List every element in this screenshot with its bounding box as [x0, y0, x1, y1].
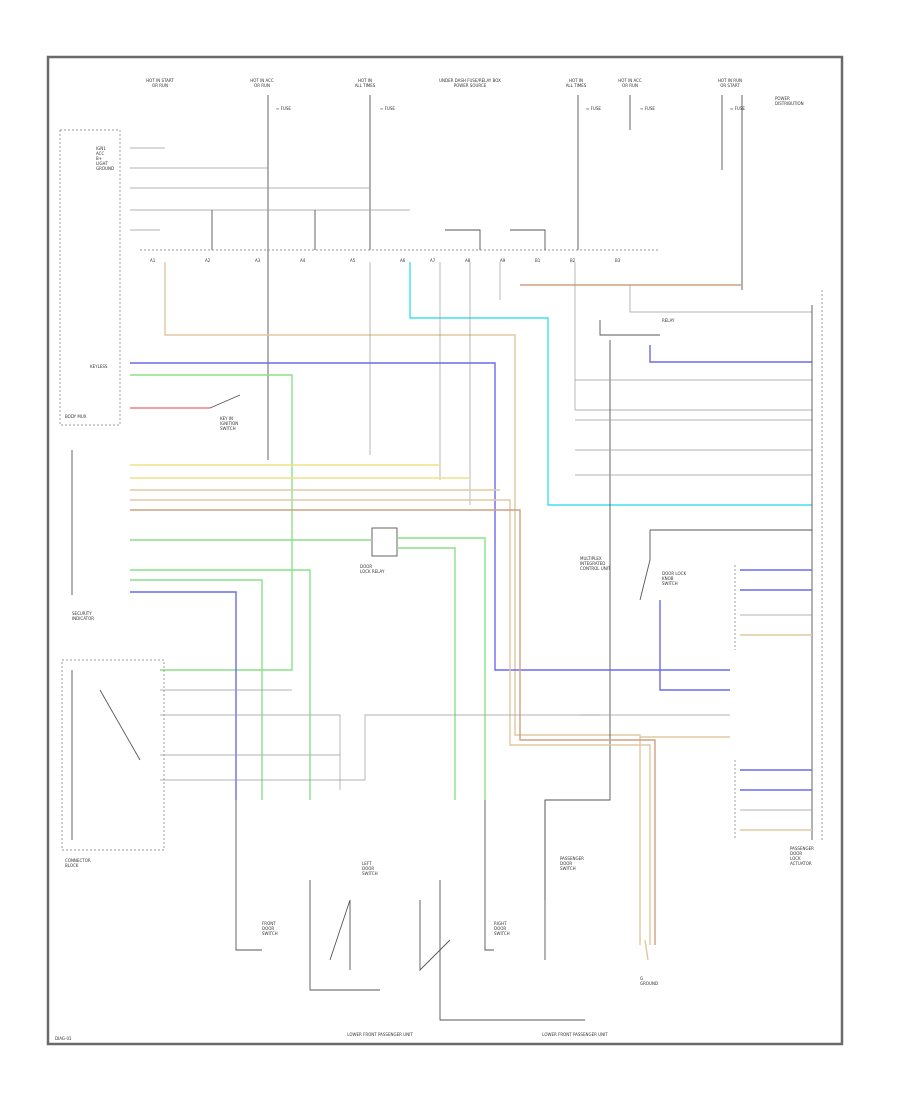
svg-text:A8: A8: [465, 258, 471, 263]
svg-text:A7: A7: [430, 258, 436, 263]
svg-text:KEYLESS: KEYLESS: [90, 364, 108, 369]
svg-text:A9: A9: [500, 258, 506, 263]
svg-text:≈ FUSE: ≈ FUSE: [276, 106, 291, 111]
svg-text:≈ FUSE: ≈ FUSE: [586, 106, 601, 111]
svg-text:A4: A4: [300, 258, 306, 263]
bottom-left-caption: LOWER FRONT PASSENGER UNIT: [347, 1032, 413, 1037]
svg-text:B1: B1: [535, 258, 541, 263]
svg-text:A3: A3: [255, 258, 261, 263]
footer-code: DIAG-01: [55, 1036, 72, 1041]
harness-wires: [164, 262, 812, 945]
diagram-frame: [46, 55, 844, 1046]
svg-text:≈ FUSE: ≈ FUSE: [730, 106, 745, 111]
bottom-captions: LOWER FRONT PASSENGER UNIT LOWER FRONT P…: [55, 1032, 608, 1041]
svg-text:A1: A1: [150, 258, 156, 263]
svg-text:B2: B2: [570, 258, 576, 263]
svg-text:A5: A5: [350, 258, 356, 263]
svg-text:A6: A6: [400, 258, 406, 263]
right-top-relay: RELAY: [544, 318, 812, 960]
svg-text:B3: B3: [615, 258, 621, 263]
bcm-label: BODY MUX: [65, 414, 87, 419]
svg-text:≈ FUSE: ≈ FUSE: [640, 106, 655, 111]
svg-text:RELAY: RELAY: [662, 318, 675, 323]
svg-text:A2: A2: [205, 258, 211, 263]
top-connector-strip: A1 A2 A3 A4 A5 A6 A7 A8 A9 B1 B2 B3: [140, 229, 660, 263]
top-fuse-drops: ≈ FUSE ≈ FUSE ≈ FUSE ≈ FUSE ≈ FUSE: [267, 95, 745, 460]
svg-text:≈ FUSE: ≈ FUSE: [380, 106, 395, 111]
bottom-right-caption: LOWER FRONT PASSENGER UNIT: [542, 1032, 608, 1037]
